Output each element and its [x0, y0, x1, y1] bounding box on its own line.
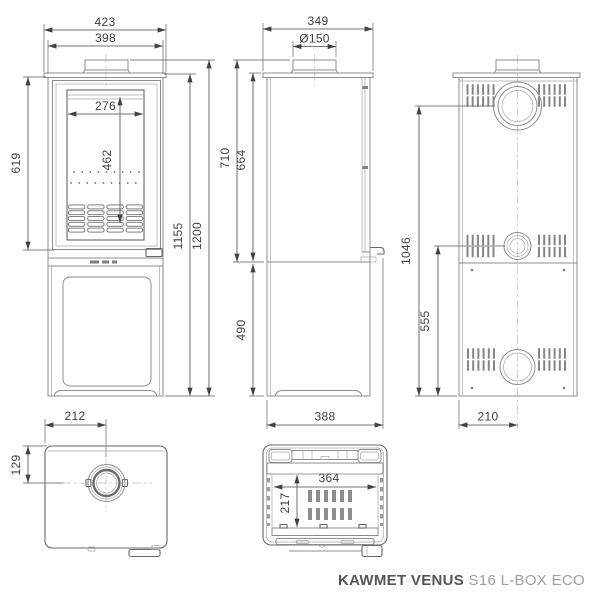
front-flue-collar [84, 59, 129, 71]
front-body [47, 77, 164, 397]
top-view: 212 129 [9, 409, 168, 558]
dim-top-flue-offset-y: 129 [9, 445, 64, 484]
firebox-top-recess [291, 450, 359, 460]
dim-front-glass-height: 462 [100, 96, 123, 224]
dim-front-body-height: 1155 [164, 73, 215, 397]
model-name: S16 L-BOX ECO [464, 572, 585, 589]
front-wood-box-panel [62, 276, 152, 387]
front-door-latch [145, 247, 163, 258]
rear-top-plate [452, 72, 581, 78]
dim-label: 490 [234, 320, 248, 341]
side-body [266, 77, 371, 397]
dim-label: 212 [65, 409, 86, 423]
dim-front-overall-width: 423 [43, 15, 167, 72]
side-view: 349 Ø150 710 664 490 388 [218, 14, 385, 429]
top-flue-ring-main [92, 468, 121, 498]
dim-label: 210 [478, 410, 499, 424]
dim-label: 129 [9, 455, 23, 476]
front-view: 423 398 276 462 619 1155 [9, 15, 215, 397]
dim-side-overall-depth: 388 [266, 258, 384, 429]
front-base-cutout [53, 390, 158, 397]
rear-flue-outlet-top [493, 81, 542, 131]
front-door-glass [66, 89, 145, 241]
firebox-section-view: 364 217 [262, 444, 388, 558]
side-flue-collar-lip [290, 69, 339, 74]
dim-rear-lower-outlet-height: 555 [418, 245, 505, 397]
dim-label: Ø150 [299, 32, 330, 46]
dim-side-base-height: 490 [234, 263, 264, 397]
dim-label: 462 [100, 150, 114, 171]
dim-label: 1155 [171, 222, 185, 249]
dim-label: 217 [278, 493, 292, 514]
dim-firebox-depth: 217 [278, 474, 300, 528]
dim-rear-upper-outlet-height: 1046 [399, 105, 495, 397]
rear-body [458, 77, 578, 397]
dim-side-upper-body-height: 664 [234, 72, 261, 262]
side-door-handle [370, 246, 385, 255]
dim-label: 555 [418, 311, 432, 332]
firebox-front-bar [271, 527, 379, 536]
front-flue-collar-lip [82, 69, 131, 74]
dim-front-overall-height: 1200 [130, 59, 215, 397]
firebox-corner-tab-right [357, 449, 382, 463]
brand-name: KAWMET VENUS [337, 572, 465, 589]
front-door-frame [52, 80, 161, 250]
product-title: KAWMET VENUS S16 L-BOX ECO [338, 572, 585, 589]
dim-label: 423 [95, 15, 116, 29]
side-hinge-mark-top [362, 86, 368, 89]
dim-label: 349 [308, 14, 329, 28]
side-hinge-mark-bottom [362, 166, 368, 169]
dim-front-body-width: 398 [47, 31, 164, 74]
dim-side-flue-top-height: 710 [218, 59, 290, 263]
front-door-frame-inner [55, 83, 158, 247]
dim-label: 1046 [399, 237, 413, 265]
dim-label: 388 [315, 410, 336, 424]
dim-label: 664 [234, 150, 248, 171]
side-top-plate [262, 72, 374, 78]
firebox-door-bottom [275, 538, 375, 545]
dim-label: 276 [95, 99, 116, 113]
top-door-handle [128, 548, 161, 558]
front-grate-grille [67, 204, 144, 233]
dim-label: 1200 [190, 222, 204, 250]
front-top-plate [43, 72, 167, 78]
dim-label: 364 [319, 471, 340, 485]
rear-air-inlet-bottom [499, 349, 536, 385]
side-base-cutout [274, 390, 363, 397]
dim-label: 619 [9, 153, 23, 174]
firebox-corner-tab-left [268, 449, 293, 463]
dim-side-top-depth: 349 [262, 14, 374, 71]
top-flue-tab-left [85, 478, 92, 488]
dim-firebox-width: 364 [273, 471, 377, 490]
top-body-outline [44, 445, 168, 549]
top-flue-ring-outer [87, 464, 126, 502]
ash-handle [361, 544, 383, 558]
dim-label: 710 [218, 148, 232, 169]
dim-side-flue-diameter: Ø150 [292, 32, 337, 57]
top-flue-tab-right [121, 478, 129, 488]
dim-front-glass-width: 276 [67, 99, 144, 117]
rear-view: 1046 555 210 [399, 55, 581, 429]
dim-front-door-height: 619 [9, 76, 54, 251]
dim-rear-outlet-offset: 210 [458, 400, 518, 429]
dim-top-flue-offset-x: 212 [44, 409, 107, 457]
dim-label: 398 [95, 31, 116, 45]
